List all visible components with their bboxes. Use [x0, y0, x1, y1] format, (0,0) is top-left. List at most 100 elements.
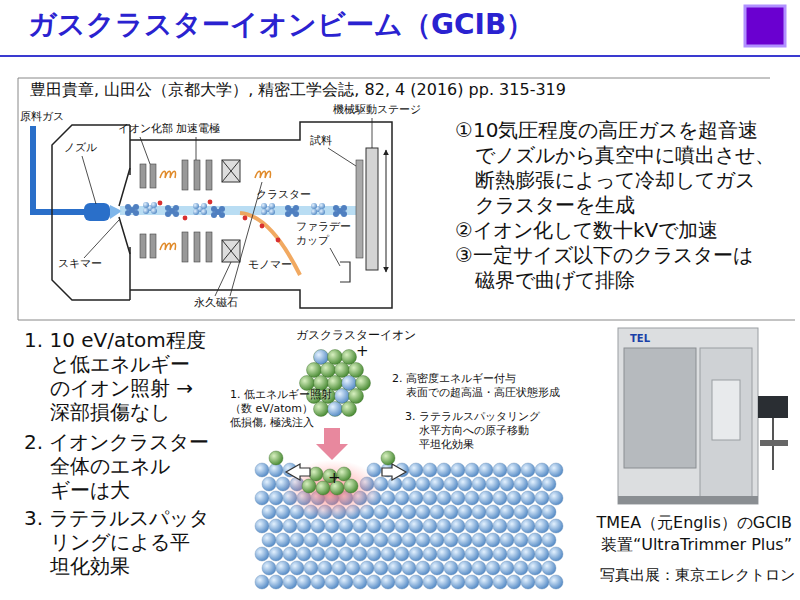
apparatus-drawing: [293, 205, 299, 211]
apparatus-drawing: [341, 211, 347, 217]
cluster-impact-illustration: [402, 533, 416, 547]
cluster-impact-illustration: [465, 575, 479, 589]
cluster-impact-illustration: [311, 547, 325, 561]
cluster-impact-illustration: [349, 389, 364, 404]
illustration-label: ガスクラスターイオン: [296, 328, 426, 342]
cluster-impact-illustration: [304, 533, 318, 547]
cluster-impact-illustration: [388, 477, 402, 491]
cluster-impact-illustration: [549, 547, 563, 561]
machine-photo: [624, 348, 696, 468]
apparatus-drawing: [151, 208, 157, 214]
cluster-impact-illustration: [283, 519, 297, 533]
cluster-impact-illustration: [297, 519, 311, 533]
cluster-impact-illustration: [549, 491, 563, 505]
machine-photo: [618, 328, 758, 504]
cluster-impact-illustration: [395, 547, 409, 561]
cluster-impact-illustration: [416, 477, 430, 491]
cluster-impact-illustration: [255, 350, 563, 590]
cluster-impact-illustration: [325, 575, 339, 589]
cluster-impact-illustration: [318, 533, 332, 547]
cluster-impact-illustration: [255, 519, 269, 533]
cluster-impact-illustration: [444, 477, 458, 491]
apparatus-drawing: [260, 224, 265, 229]
cluster-impact-illustration: [342, 376, 357, 391]
apparatus-drawing: [222, 240, 240, 262]
cluster-impact-illustration: [430, 561, 444, 575]
cluster-impact-illustration: [472, 505, 486, 519]
cluster-impact-illustration: [304, 561, 318, 575]
cluster-impact-illustration: [437, 519, 451, 533]
apparatus-drawing: [386, 150, 387, 272]
cluster-impact-illustration: [507, 575, 521, 589]
cluster-impact-illustration: [262, 505, 276, 519]
cluster-impact-illustration: [500, 561, 514, 575]
cluster-impact-illustration: [409, 547, 423, 561]
cluster-impact-illustration: [346, 561, 360, 575]
part-label: 加速電極: [176, 122, 236, 136]
apparatus-drawing: [311, 209, 317, 215]
cluster-impact-illustration: [262, 477, 276, 491]
part-label: 機械駆動ステージ: [333, 103, 443, 117]
apparatus-drawing: [206, 160, 212, 190]
apparatus-drawing: [261, 203, 267, 209]
part-label: ノズル: [64, 141, 114, 155]
apparatus-drawing: [140, 164, 146, 188]
apparatus-drawing: [125, 210, 131, 216]
cluster-impact-illustration: [493, 547, 507, 561]
cluster-impact-illustration: [549, 519, 563, 533]
cluster-impact-illustration: [514, 477, 528, 491]
apparatus-drawing: [183, 216, 188, 221]
header-decoration: [0, 6, 800, 56]
apparatus-drawing: [133, 204, 139, 210]
cluster-impact-illustration: [342, 402, 357, 417]
apparatus-drawing: [201, 209, 207, 215]
part-label: 試料: [310, 134, 340, 148]
process-step: ②イオン化して数十kVで加速: [455, 218, 780, 243]
apparatus-drawing: [160, 243, 176, 250]
apparatus-drawing: [219, 206, 225, 212]
apparatus-drawing: [269, 203, 275, 209]
apparatus-drawing: [84, 203, 110, 221]
cluster-impact-illustration: [444, 561, 458, 575]
cluster-impact-illustration: [451, 491, 465, 505]
cluster-impact-illustration: [395, 575, 409, 589]
apparatus-drawing: [293, 211, 299, 217]
machine-photo: [618, 328, 788, 504]
cluster-impact-illustration: [367, 547, 381, 561]
apparatus-drawing: [222, 240, 240, 262]
apparatus-drawing: [151, 202, 157, 208]
apparatus-drawing: [158, 201, 163, 206]
cluster-impact-illustration: [507, 547, 521, 561]
cluster-impact-illustration: [430, 477, 444, 491]
cluster-impact-illustration: [344, 479, 358, 493]
cluster-impact-illustration: [360, 561, 374, 575]
cluster-impact-illustration: [528, 477, 542, 491]
cluster-impact-illustration: [479, 547, 493, 561]
apparatus-drawing: [319, 203, 325, 209]
cluster-impact-illustration: [328, 402, 343, 417]
part-label: スキマー: [58, 257, 118, 271]
cluster-impact-illustration: [316, 481, 330, 495]
leader-line: [330, 248, 340, 266]
cluster-impact-illustration: [500, 477, 514, 491]
cluster-impact-illustration: [255, 463, 269, 477]
cluster-impact-illustration: [521, 463, 535, 477]
cluster-impact-illustration: [458, 533, 472, 547]
charge-sign: +: [356, 343, 376, 359]
cluster-impact-illustration: [493, 491, 507, 505]
cluster-impact-illustration: [382, 464, 406, 480]
cluster-impact-illustration: [486, 505, 500, 519]
cluster-impact-illustration: [479, 463, 493, 477]
cluster-impact-illustration: [535, 491, 549, 505]
cluster-impact-illustration: [314, 350, 329, 365]
cluster-impact-illustration: [465, 491, 479, 505]
cluster-impact-illustration: [493, 575, 507, 589]
cluster-impact-illustration: [409, 519, 423, 533]
cluster-impact-illustration: [507, 463, 521, 477]
cluster-impact-illustration: [528, 533, 542, 547]
cluster-impact-illustration: [493, 519, 507, 533]
cluster-impact-illustration: [409, 491, 423, 505]
cluster-impact-illustration: [514, 561, 528, 575]
apparatus-drawing: [211, 212, 217, 218]
cluster-impact-illustration: [307, 363, 322, 378]
